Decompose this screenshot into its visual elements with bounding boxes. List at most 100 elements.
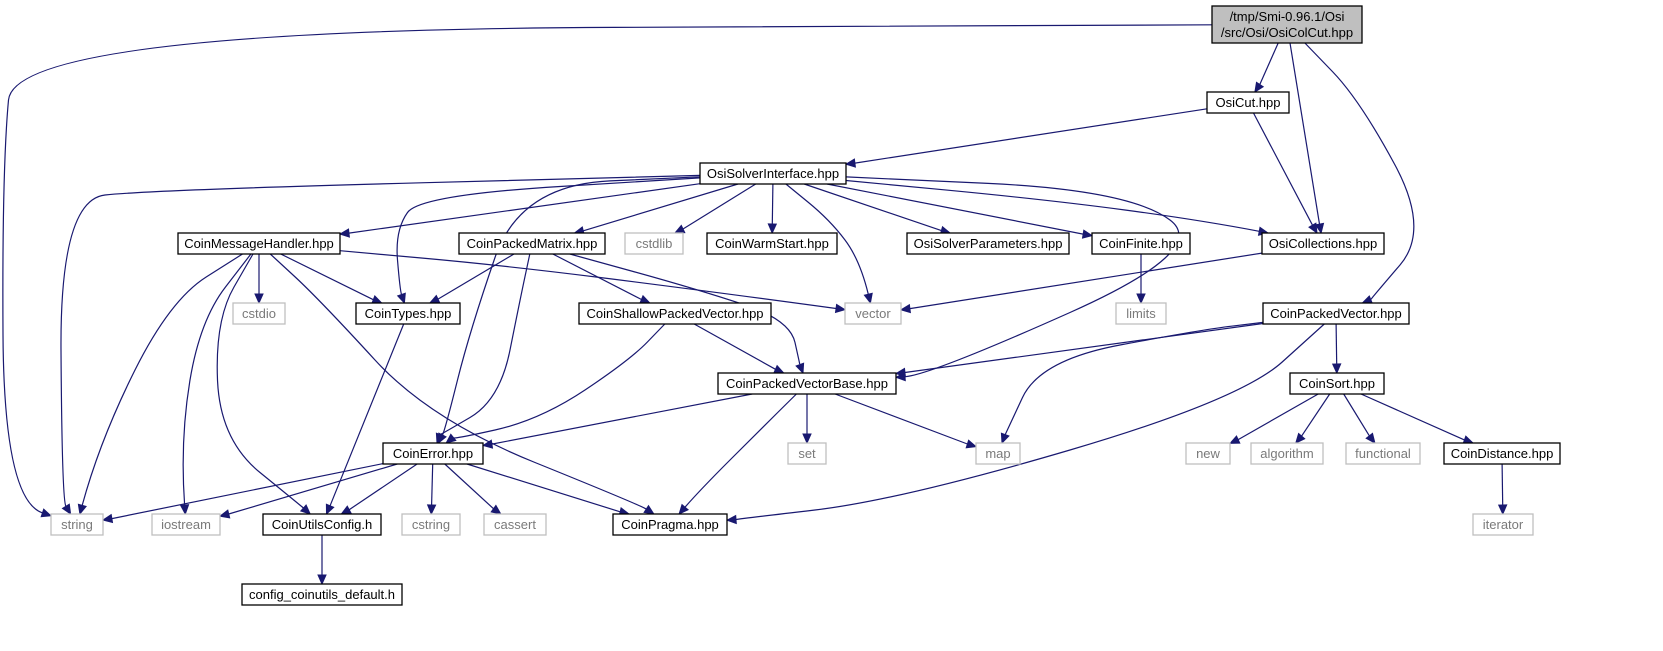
root-label-line-1: /tmp/Smi-0.96.1/Osi (1230, 9, 1345, 24)
node-iterator[interactable]: iterator (1472, 513, 1534, 536)
node-cstdlib[interactable]: cstdlib (624, 232, 684, 255)
arrowhead-icon (844, 158, 856, 168)
node-coinmessagehandler[interactable]: CoinMessageHandler.hpp (177, 232, 341, 255)
edge-packedmatrix-to-shallow (552, 253, 651, 304)
edge-msghandler-to-types (280, 253, 383, 304)
arrowhead-icon (426, 504, 437, 516)
arrowhead-icon (1497, 504, 1508, 516)
edge-osicut-to-collections (1252, 112, 1318, 235)
edge-solver-to-vector (785, 183, 873, 305)
edge-solver-to-solverparams (804, 183, 952, 236)
edge-error-to-cassert (444, 463, 502, 515)
edge-packedvector-to-sort (1331, 323, 1342, 375)
edge-error-to-pragma (466, 463, 631, 517)
node-osisolverinterface[interactable]: OsiSolverInterface.hpp (699, 162, 847, 185)
node-coindistance-label: CoinDistance.hpp (1451, 446, 1554, 461)
edge-msghandler-to-utilsconfig (216, 253, 312, 515)
node-osicollections[interactable]: OsiCollections.hpp (1261, 232, 1385, 255)
node-root-osicolcut[interactable]: /tmp/Smi-0.96.1/Osi /src/Osi/OsiColCut.h… (1211, 5, 1363, 44)
node-coinpragma[interactable]: CoinPragma.hpp (612, 513, 728, 536)
arrowhead-icon (396, 292, 406, 305)
arrowhead-icon (1228, 435, 1241, 444)
node-coinpackedmatrix[interactable]: CoinPackedMatrix.hpp (458, 232, 606, 255)
arrowhead-icon (371, 294, 383, 304)
node-new[interactable]: new (1185, 442, 1231, 465)
node-string-label: string (61, 517, 93, 532)
arrowhead-icon (802, 433, 812, 445)
node-coinpackedvectorbase[interactable]: CoinPackedVectorBase.hpp (717, 372, 897, 395)
edge-pvbase-to-pragma (678, 393, 797, 515)
node-algorithm[interactable]: algorithm (1250, 442, 1324, 465)
arrowhead-icon (1081, 229, 1094, 239)
node-coinpragma-label: CoinPragma.hpp (621, 517, 719, 532)
node-cointypes[interactable]: CoinTypes.hpp (355, 302, 461, 325)
arrowhead-icon (435, 432, 445, 445)
arrowhead-icon (725, 514, 737, 525)
edge-sort-to-new (1228, 393, 1319, 444)
node-map[interactable]: map (975, 442, 1021, 465)
node-coinutilsconfig[interactable]: CoinUtilsConfig.h (262, 513, 382, 536)
node-osicut-label: OsiCut.hpp (1215, 95, 1280, 110)
node-coinpackedvector[interactable]: CoinPackedVector.hpp (1262, 302, 1410, 325)
edge-solver-to-packedmatrix (573, 183, 739, 236)
arrowhead-icon (678, 503, 690, 515)
node-cstdio[interactable]: cstdio (232, 302, 286, 325)
node-set[interactable]: set (787, 442, 827, 465)
edge-collections-to-vector (899, 252, 1263, 314)
node-osicut[interactable]: OsiCut.hpp (1206, 91, 1290, 114)
node-cstring[interactable]: cstring (401, 513, 461, 536)
node-functional-label: functional (1355, 446, 1411, 461)
node-coinsort[interactable]: CoinSort.hpp (1289, 372, 1385, 395)
edge-error-to-iostream (218, 463, 398, 519)
nodes-layer: /tmp/Smi-0.96.1/Osi /src/Osi/OsiColCut.h… (50, 5, 1561, 606)
node-coinfinite-label: CoinFinite.hpp (1099, 236, 1183, 251)
arrowhead-icon (673, 224, 686, 234)
node-iostream-label: iostream (161, 517, 211, 532)
edge-packedmatrix-to-types (428, 253, 515, 304)
edge-sort-to-algorithm (1295, 393, 1331, 444)
arrowhead-icon (965, 439, 978, 449)
edge-error-to-cstring (426, 463, 437, 516)
arrowhead-icon (40, 508, 53, 518)
arrowhead-icon (317, 574, 327, 586)
node-string[interactable]: string (50, 513, 104, 536)
arrowhead-icon (338, 228, 350, 238)
node-cstring-label: cstring (412, 517, 450, 532)
node-cstdlib-label: cstdlib (636, 236, 673, 251)
node-cassert[interactable]: cassert (483, 513, 547, 536)
node-vector[interactable]: vector (844, 302, 902, 325)
node-coinwarmstart[interactable]: CoinWarmStart.hpp (706, 232, 838, 255)
edge-root-to-packedvector (1304, 42, 1415, 304)
node-osisolverparameters[interactable]: OsiSolverParameters.hpp (906, 232, 1070, 255)
edge-packedvector-to-pragma (725, 323, 1325, 525)
edge-sort-to-distance (1360, 393, 1475, 445)
arrowhead-icon (899, 303, 911, 314)
node-coindistance[interactable]: CoinDistance.hpp (1443, 442, 1561, 465)
arrowhead-icon (1000, 432, 1010, 445)
node-coinerror[interactable]: CoinError.hpp (382, 442, 484, 465)
arrowhead-icon (325, 503, 335, 516)
edge-solver-to-types (396, 177, 701, 305)
edge-root-to-collections (1289, 42, 1325, 235)
edge-distance-to-iterator (1497, 463, 1508, 516)
arrowhead-icon (639, 294, 651, 304)
root-label-line-2: /src/Osi/OsiColCut.hpp (1221, 25, 1353, 40)
edge-root-to-string (2, 24, 1213, 518)
node-config-coinutils-default[interactable]: config_coinutils_default.h (241, 583, 403, 606)
edge-osicut-to-solver (844, 108, 1208, 168)
node-coinshallowpackedvector[interactable]: CoinShallowPackedVector.hpp (578, 302, 772, 325)
edge-sort-to-functional (1343, 393, 1376, 444)
edge-packedmatrix-to-error (435, 253, 531, 445)
node-coinutilsconfig-label: CoinUtilsConfig.h (272, 517, 372, 532)
edge-msghandler-to-cstdio (254, 254, 264, 305)
node-limits[interactable]: limits (1115, 302, 1167, 325)
node-coinfinite[interactable]: CoinFinite.hpp (1091, 232, 1191, 255)
edge-pvbase-to-set (802, 394, 812, 445)
node-iostream[interactable]: iostream (151, 513, 221, 536)
node-coinpackedvectorbase-label: CoinPackedVectorBase.hpp (726, 376, 888, 391)
arrowhead-icon (1136, 293, 1146, 305)
node-functional[interactable]: functional (1345, 442, 1421, 465)
arrowhead-icon (773, 364, 785, 374)
arrowhead-icon (340, 505, 352, 515)
